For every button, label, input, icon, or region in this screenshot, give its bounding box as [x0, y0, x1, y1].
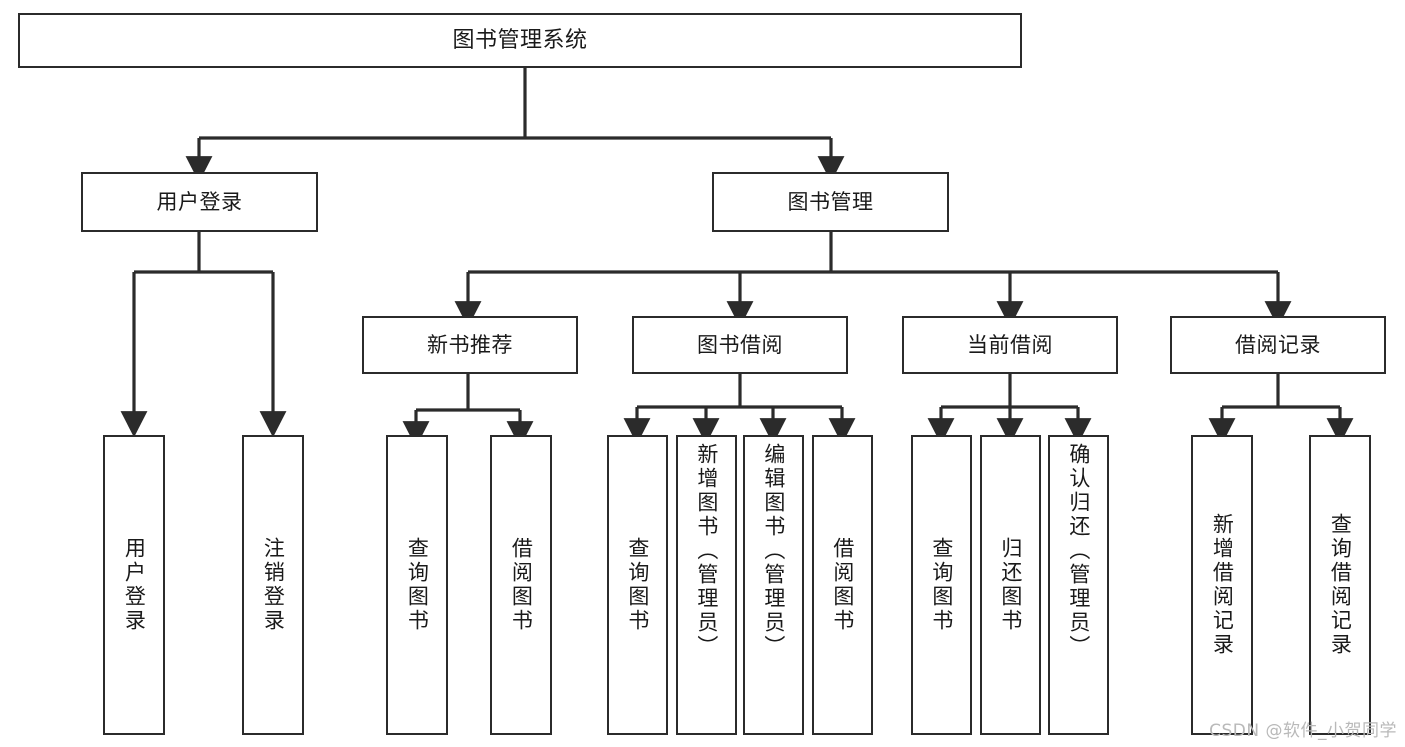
node-new-book-recommend[interactable]: 新书推荐 [362, 316, 578, 374]
node-label: 图书管理 [787, 189, 874, 214]
node-label: 查询图书 [405, 537, 430, 633]
node-label: 查询图书 [929, 537, 954, 633]
node-label: 编辑图书（管理员） [761, 443, 786, 659]
node-label: 当前借阅 [967, 332, 1053, 357]
node-label: 借阅记录 [1235, 332, 1321, 357]
leaf-user-login[interactable]: 用户登录 [103, 435, 165, 735]
leaf-confirm-return-admin[interactable]: 确认归还（管理员） [1048, 435, 1109, 735]
node-label: 新增图书（管理员） [694, 443, 719, 659]
leaf-borrow-book[interactable]: 借阅图书 [812, 435, 873, 735]
leaf-query-book-recommend[interactable]: 查询图书 [386, 435, 448, 735]
leaf-add-book-admin[interactable]: 新增图书（管理员） [676, 435, 737, 735]
node-borrow-record[interactable]: 借阅记录 [1170, 316, 1386, 374]
node-current-borrow[interactable]: 当前借阅 [902, 316, 1118, 374]
leaf-add-borrow-record[interactable]: 新增借阅记录 [1191, 435, 1253, 735]
node-label: 新书推荐 [427, 332, 513, 357]
leaf-query-borrow-record[interactable]: 查询借阅记录 [1309, 435, 1371, 735]
leaf-query-book-current[interactable]: 查询图书 [911, 435, 972, 735]
node-label: 查询借阅记录 [1328, 513, 1353, 657]
node-label: 注销登录 [261, 537, 286, 633]
node-label: 归还图书 [998, 537, 1023, 633]
node-label: 借阅图书 [830, 537, 855, 633]
node-user-login[interactable]: 用户登录 [81, 172, 318, 232]
node-book-borrow[interactable]: 图书借阅 [632, 316, 848, 374]
node-label: 新增借阅记录 [1210, 513, 1235, 657]
node-label: 图书管理系统 [452, 27, 588, 53]
node-label: 确认归还（管理员） [1066, 443, 1091, 659]
node-label: 用户登录 [156, 189, 243, 214]
node-label: 借阅图书 [509, 537, 534, 633]
node-label: 查询图书 [625, 537, 650, 633]
node-label: 用户登录 [122, 537, 147, 633]
node-book-management[interactable]: 图书管理 [712, 172, 949, 232]
leaf-borrow-book-recommend[interactable]: 借阅图书 [490, 435, 552, 735]
leaf-logout[interactable]: 注销登录 [242, 435, 304, 735]
leaf-edit-book-admin[interactable]: 编辑图书（管理员） [743, 435, 804, 735]
node-label: 图书借阅 [697, 332, 783, 357]
node-root-system[interactable]: 图书管理系统 [18, 13, 1022, 68]
leaf-query-book-borrow[interactable]: 查询图书 [607, 435, 668, 735]
leaf-return-book[interactable]: 归还图书 [980, 435, 1041, 735]
